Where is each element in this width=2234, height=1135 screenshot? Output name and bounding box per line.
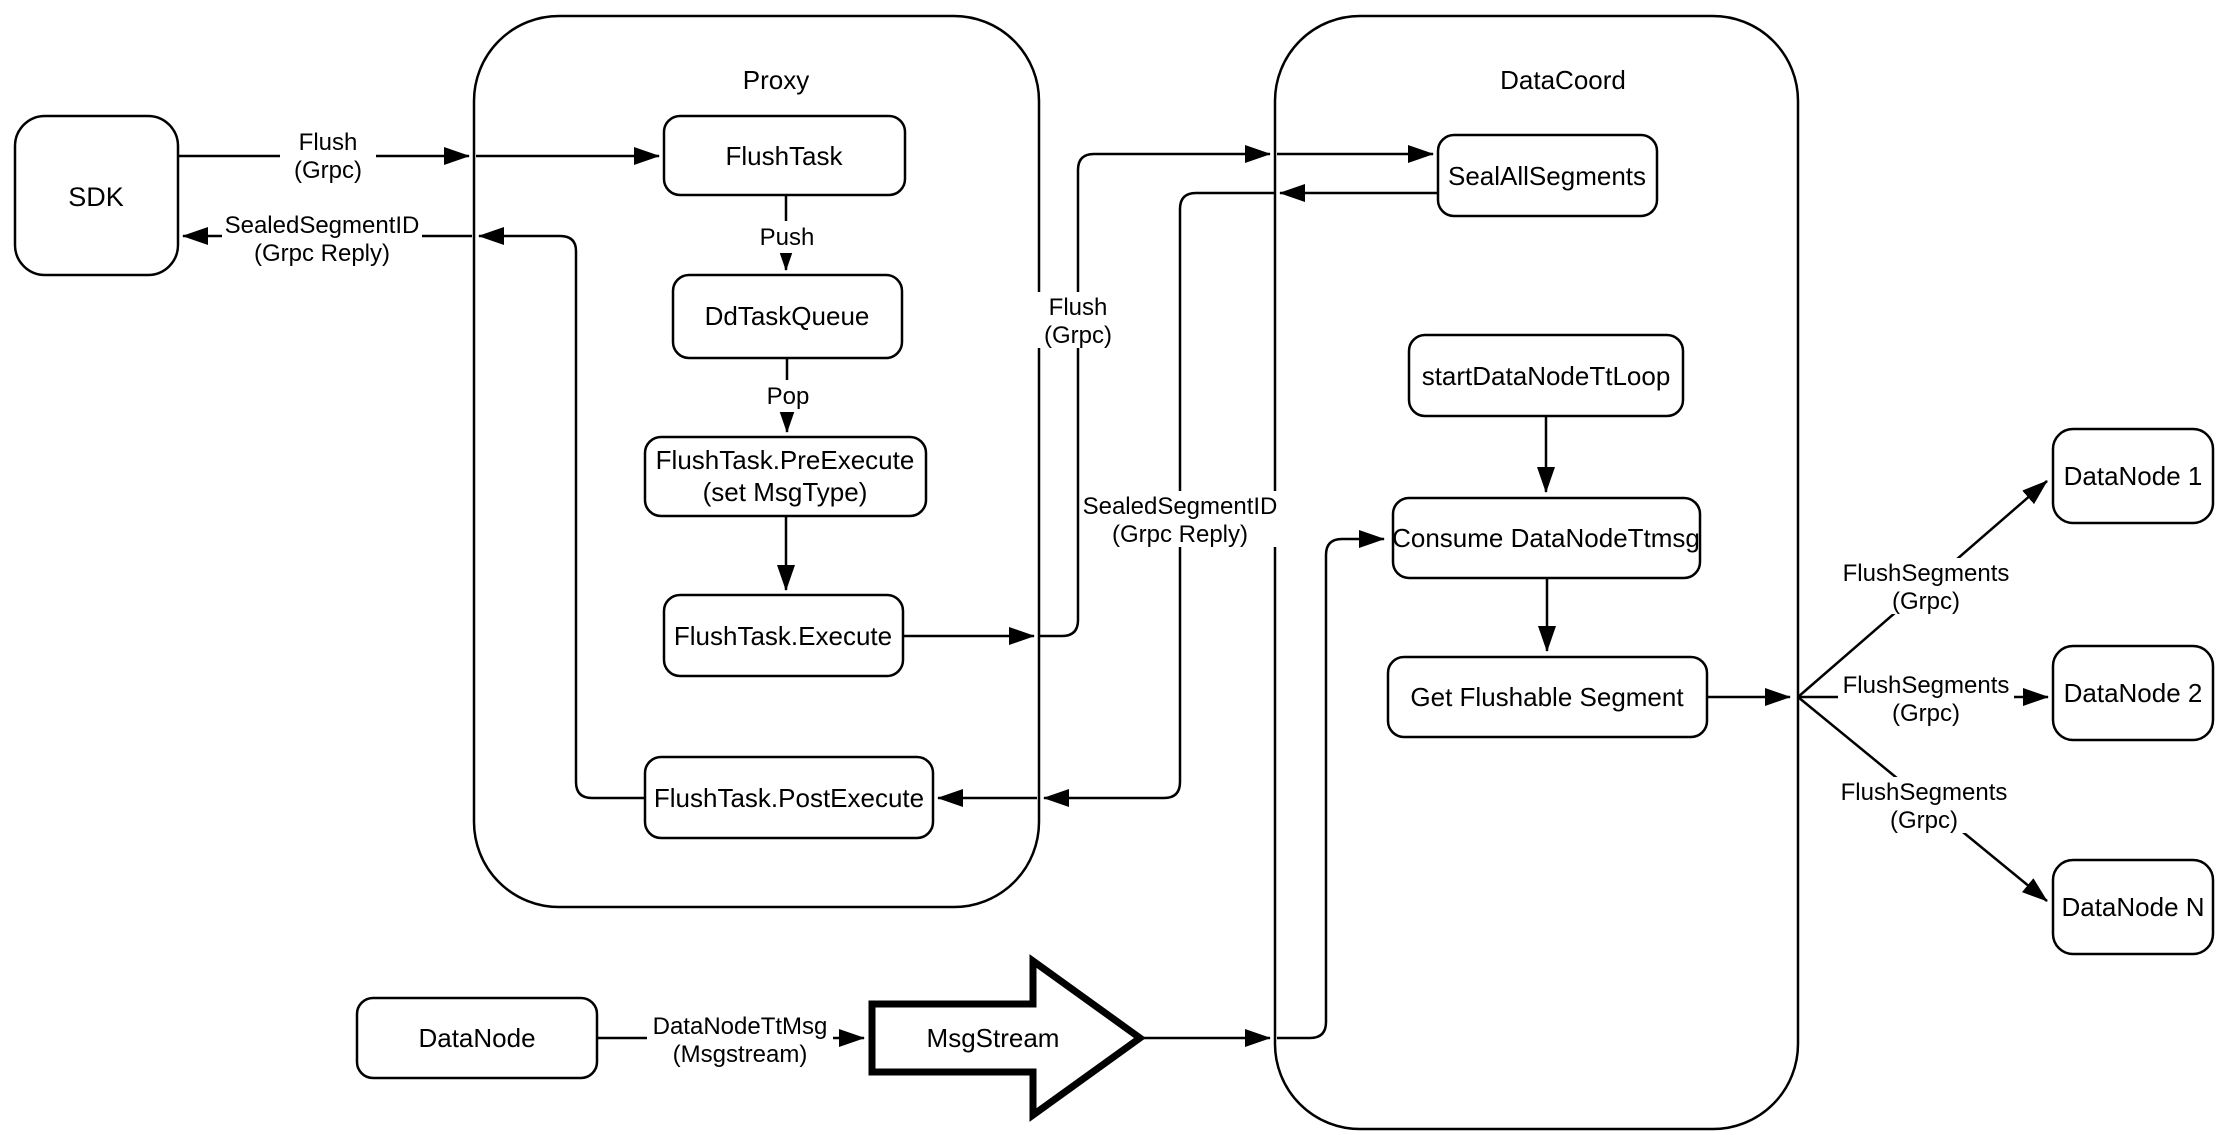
node-preexecute: [643, 435, 928, 518]
edge-label-line1: FlushSegments: [1843, 560, 2010, 587]
msgstream-arrow-shape: [868, 954, 1146, 1122]
node-datanode-bottom-label: DataNode: [418, 1023, 535, 1053]
edge-label-line1: DataNodeTtMsg: [653, 1013, 828, 1040]
edge-label-pop: Pop: [760, 380, 816, 412]
edge-label-line1: SealedSegmentID: [225, 212, 420, 239]
edge-label-sdk-flush: Flush (Grpc): [280, 127, 376, 184]
node-preexecute-label-line2: (set MsgType): [703, 477, 868, 507]
edge-label-bg: [1836, 777, 2012, 833]
edge-label-text: Push: [760, 224, 815, 251]
edge-label-bg: [1838, 558, 2014, 614]
edge-label-line2: (Grpc): [1892, 588, 1960, 615]
edge-label-line1: Flush: [299, 129, 358, 156]
edge-label-bg: [1838, 670, 2014, 726]
node-startdatanodettloop-label: startDataNodeTtLoop: [1422, 361, 1671, 391]
edge-label-flushsegments-n: FlushSegments (Grpc): [1836, 777, 2012, 834]
node-execute-label: FlushTask.Execute: [674, 621, 892, 651]
edge-label-bg: [647, 1011, 833, 1067]
edge-postexecute-to-proxy-border: [478, 227, 645, 800]
edge-label-line2: (Grpc): [294, 157, 362, 184]
node-postexecute-label: FlushTask.PostExecute: [654, 783, 924, 813]
edge-label-datacoord-flush: Flush (Grpc): [1030, 292, 1126, 349]
node-datanode-bottom: [355, 996, 599, 1080]
edge-label-bg: [753, 221, 821, 253]
proxy-title: Proxy: [743, 65, 809, 95]
node-datanode1: [2051, 427, 2215, 525]
node-execute: [662, 593, 905, 678]
edge-label-line2: (Grpc): [1890, 807, 1958, 834]
edge-label-line2: (Msgstream): [673, 1041, 808, 1068]
edge-label-bg: [760, 380, 816, 412]
edge-label-datacoord-reply: SealedSegmentID (Grpc Reply): [1080, 491, 1280, 548]
edge-label-line1: FlushSegments: [1841, 779, 2008, 806]
node-postexecute: [643, 755, 935, 840]
edge-label-line2: (Grpc Reply): [1112, 521, 1248, 548]
edge-proxy-border-to-datacoord-border: [1039, 145, 1271, 638]
node-getflushablesegment-label: Get Flushable Segment: [1410, 682, 1684, 712]
node-sealallsegments-label: SealAllSegments: [1448, 161, 1646, 191]
node-sdk-label: SDK: [68, 182, 124, 212]
node-flushtask-label: FlushTask: [725, 141, 843, 171]
node-getflushablesegment: [1386, 655, 1709, 739]
node-preexecute-label-line1: FlushTask.PreExecute: [656, 445, 915, 475]
edge-label-line1: FlushSegments: [1843, 672, 2010, 699]
edge-label-line1: SealedSegmentID: [1083, 493, 1278, 520]
node-sdk: [13, 114, 180, 277]
edge-label-line2: (Grpc): [1892, 700, 1960, 727]
msgstream-label: MsgStream: [927, 1023, 1060, 1053]
edge-label-datanodettmsg: DataNodeTtMsg (Msgstream): [647, 1011, 833, 1068]
node-datanode2: [2051, 644, 2215, 742]
node-flushtask: [662, 114, 907, 197]
node-datanode1-label: DataNode 1: [2064, 461, 2203, 491]
edge-label-flushsegments-2: FlushSegments (Grpc): [1838, 670, 2014, 727]
node-consumedatanodettmsg: [1391, 496, 1702, 580]
edge-datacoord-border-to-consume: [1277, 530, 1385, 1040]
node-consumedatanodettmsg-label: Consume DataNodeTtmsg: [1392, 523, 1700, 553]
node-datanode2-label: DataNode 2: [2064, 678, 2203, 708]
edge-label-bg: [222, 210, 422, 266]
node-startdatanodettloop: [1407, 333, 1685, 418]
edge-label-bg: [280, 127, 376, 183]
edge-label-push: Push: [753, 221, 821, 253]
node-datanoden: [2051, 858, 2215, 956]
edge-label-bg: [1080, 491, 1280, 547]
edge-label-line2: (Grpc): [1044, 322, 1112, 349]
node-sealallsegments: [1436, 133, 1659, 218]
node-datanoden-label: DataNode N: [2061, 892, 2204, 922]
edge-label-flushsegments-1: FlushSegments (Grpc): [1838, 558, 2014, 615]
edge-label-line1: Flush: [1049, 294, 1108, 321]
node-ddtaskqueue: [671, 273, 904, 360]
edge-label-text: Pop: [767, 383, 810, 410]
edge-label-line2: (Grpc Reply): [254, 240, 390, 267]
datacoord-title: DataCoord: [1500, 65, 1626, 95]
edge-label-sdk-reply: SealedSegmentID (Grpc Reply): [222, 210, 422, 267]
edge-label-bg: [1030, 292, 1126, 348]
node-ddtaskqueue-label: DdTaskQueue: [705, 301, 870, 331]
